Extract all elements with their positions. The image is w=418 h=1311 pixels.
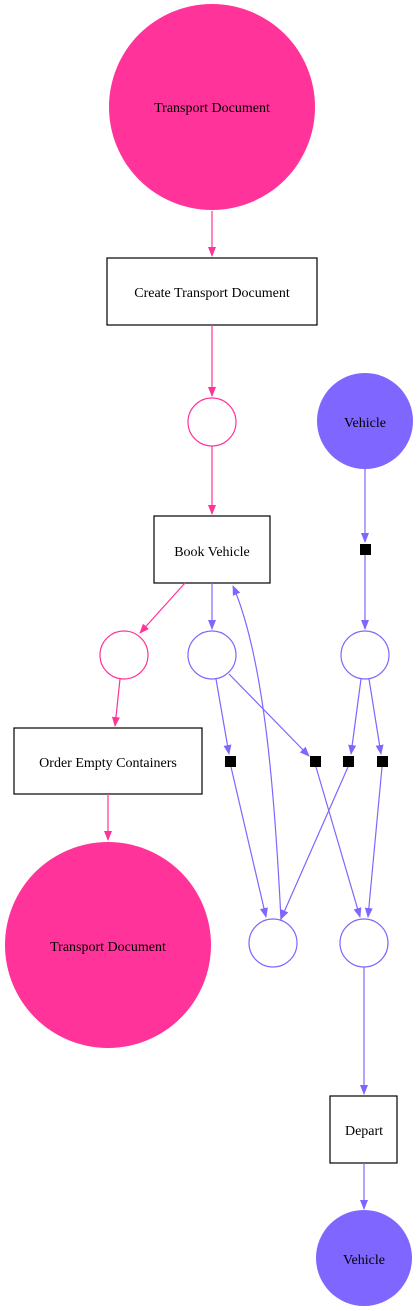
book-vehicle-label: Book Vehicle	[174, 545, 250, 560]
arc-vplace-right-to-silent-4	[348, 678, 362, 755]
vehicle-sink-label: Vehicle	[343, 1253, 385, 1268]
depart-transition	[329, 1095, 398, 1164]
vehicle-sink-place	[316, 1210, 412, 1306]
create-transport-document-transition	[106, 257, 318, 326]
transport-document-sink-label: Transport Document	[50, 940, 166, 955]
arc-silent-3-to-place-b	[315, 766, 362, 918]
transport-document-place-1	[187, 397, 237, 447]
arc-silent-5-to-place-b	[364, 766, 383, 918]
order-empty-containers-label: Order Empty Containers	[39, 756, 177, 771]
vehicle-place-left	[187, 630, 237, 680]
arc-silent-4-to-place-a	[280, 766, 349, 920]
arc-vplace-right-to-silent-5	[368, 678, 384, 755]
vehicle-place-a	[248, 918, 298, 968]
transport-document-place-2	[99, 630, 149, 680]
arc-vplace-left-to-silent-2	[215, 678, 232, 755]
arc-silent-2-to-place-a	[230, 766, 268, 918]
transport-document-sink-place	[5, 842, 211, 1048]
transport-document-source-place	[109, 4, 315, 210]
arc-pink-place-to-order	[111, 678, 121, 727]
silent-transition-2	[225, 756, 236, 767]
create-transport-document-label: Create Transport Document	[134, 286, 290, 301]
arc-place-a-to-book	[232, 585, 282, 921]
silent-transition-4	[343, 756, 354, 767]
transport-document-source-label: Transport Document	[154, 101, 270, 116]
silent-transition-1	[360, 544, 371, 555]
depart-label: Depart	[345, 1124, 383, 1139]
vehicle-source-place	[317, 373, 413, 469]
vehicle-place-right	[340, 630, 390, 680]
book-vehicle-transition	[153, 515, 271, 584]
arc-book-to-pink-place	[139, 582, 186, 634]
vehicle-source-label: Vehicle	[344, 416, 386, 431]
silent-transition-3	[310, 756, 321, 767]
silent-transition-5	[377, 756, 388, 767]
vehicle-place-b	[339, 918, 389, 968]
arc-vplace-left-to-silent-3	[228, 673, 310, 757]
